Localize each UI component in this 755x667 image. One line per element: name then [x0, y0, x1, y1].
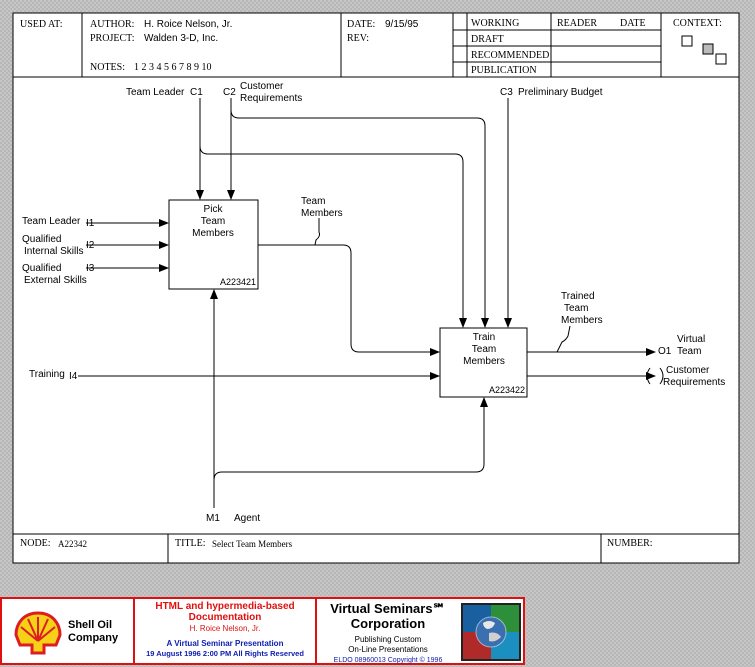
banner-divider [133, 599, 135, 663]
c3-code: C3 [500, 87, 513, 98]
globe-logo [461, 603, 521, 661]
doc-title-line1: HTML and hypermedia-based [155, 601, 295, 612]
reader-label: READER [557, 18, 597, 29]
arrow-c1-to-box2 [199, 145, 467, 328]
i3-code: I3 [86, 263, 95, 274]
i1-label: Team Leader [22, 216, 81, 227]
project-value: Walden 3-D, Inc. [144, 33, 218, 44]
date-column-label: DATE [620, 18, 646, 29]
tunnel-right [659, 367, 664, 385]
box2-line3: Members [463, 356, 505, 367]
c1-code: C1 [190, 87, 203, 98]
company-name: Shell Oil Company [68, 619, 128, 645]
i3-label-line2: External Skills [24, 275, 87, 286]
shell-logo-area: Shell Oil Company [4, 601, 132, 663]
company-line1: Shell Oil [68, 619, 113, 631]
globe-icon [463, 605, 519, 659]
vs-tagline-line1: Publishing Custom [354, 635, 422, 644]
context-boxes-icon [681, 35, 727, 65]
rev-label: REV: [347, 33, 369, 44]
c3-label: Preliminary Budget [518, 87, 603, 98]
activity-box-train-team-members [439, 327, 528, 398]
vs-tagline-line2: On-Line Presentations [348, 645, 428, 654]
arrow-m1-to-box2 [213, 397, 488, 481]
box2-line1: Train [473, 332, 495, 343]
date-label: DATE: [347, 19, 375, 30]
presentation-type: A Virtual Seminar Presentation [166, 639, 284, 648]
notes-label: NOTES: [90, 62, 125, 73]
c2-code: C2 [223, 87, 236, 98]
shell-logo-icon [14, 611, 62, 655]
box1-line1: Pick [204, 204, 224, 215]
trained-label-line3: Members [561, 315, 603, 326]
i2-label-line2: Internal Skills [24, 246, 83, 257]
i4-label: Training [29, 369, 65, 380]
activity-box-pick-team-members [168, 199, 259, 290]
i2-label-line1: Qualified [22, 234, 61, 245]
tunnel-left [646, 367, 651, 385]
i2-code: I2 [86, 240, 95, 251]
c2-label-line2: Requirements [240, 93, 302, 104]
doc-title-line2: Documentation [188, 612, 262, 623]
trained-label-line2: Team [564, 303, 588, 314]
squiggle-trained [556, 325, 571, 353]
presentation-date: 19 August 1996 2:00 PM All Rights Reserv… [146, 649, 304, 658]
vs-name-line1: Virtual Seminars℠ [330, 601, 446, 616]
context-label: CONTEXT: [673, 18, 722, 29]
c2-label-line1: Customer [240, 81, 284, 92]
used-at-label: USED AT: [20, 19, 63, 30]
title-label: TITLE: [175, 538, 206, 549]
box1-line3: Members [192, 228, 234, 239]
i4-code: I4 [69, 371, 78, 382]
project-label: PROJECT: [90, 33, 135, 44]
box2-line2: Team [472, 344, 496, 355]
banner-divider [315, 599, 317, 663]
team-members-label-line2: Members [301, 208, 343, 219]
copyright: ELDO 08960013 Copyright © 1996 [333, 657, 443, 664]
trained-label-line1: Trained [561, 291, 595, 302]
o1-label-line2: Team [677, 346, 701, 357]
m1-label: Agent [234, 513, 260, 524]
o1-label-line1: Virtual [677, 334, 705, 345]
doc-author: H. Roice Nelson, Jr. [189, 624, 261, 633]
status-publication: PUBLICATION [471, 65, 537, 76]
author-label: AUTHOR: [90, 19, 134, 30]
o1-code: O1 [658, 346, 672, 357]
i1-code: I1 [86, 218, 95, 229]
idef0-diagram: USED AT: AUTHOR: H. Roice Nelson, Jr. PR… [12, 12, 740, 564]
box1-id: A223421 [220, 277, 256, 287]
m1-code: M1 [206, 513, 220, 524]
vs-name-line2: Corporation [350, 616, 426, 631]
node-value: A22342 [58, 539, 87, 549]
diagram-sheet [12, 12, 740, 564]
box2-id: A223422 [489, 385, 525, 395]
o2-label-line2: Requirements [663, 377, 725, 388]
notes-numbers: 1 2 3 4 5 6 7 8 9 10 [134, 62, 212, 73]
virtual-seminars-info: Virtual Seminars℠ Corporation Publishing… [318, 601, 458, 664]
status-draft: DRAFT [471, 34, 504, 45]
arrow-c2-to-box2 [230, 109, 489, 328]
number-label: NUMBER: [607, 538, 653, 549]
title-value: Select Team Members [212, 539, 293, 549]
c1-label: Team Leader [126, 87, 185, 98]
box1-line2: Team [201, 216, 225, 227]
squiggle-team-members [314, 218, 321, 246]
node-label: NODE: [20, 538, 51, 549]
author-value: H. Roice Nelson, Jr. [144, 19, 232, 30]
i3-label-line1: Qualified [22, 263, 61, 274]
status-working: WORKING [471, 18, 519, 29]
presentation-banner: Shell Oil Company HTML and hypermedia-ba… [0, 597, 525, 665]
team-members-label-line1: Team [301, 196, 325, 207]
date-value: 9/15/95 [385, 19, 419, 30]
arrow-team-members [258, 244, 440, 356]
company-line2: Company [68, 632, 119, 644]
status-recommended: RECOMMENDED [471, 50, 549, 61]
o2-label-line1: Customer [666, 365, 710, 376]
document-info: HTML and hypermedia-based Documentation … [136, 601, 314, 663]
